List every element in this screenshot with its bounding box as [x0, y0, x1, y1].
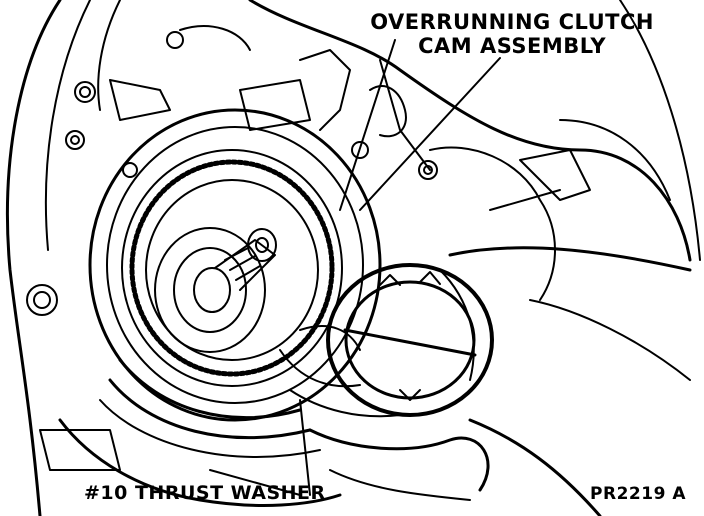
figure-code: PR2219 A	[590, 484, 686, 504]
overrunning-clutch-cam-label: OVERRUNNING CLUTCH CAM ASSEMBLY	[370, 10, 654, 58]
bolt-heads	[26, 31, 438, 316]
leader-lines	[209, 39, 501, 496]
output-shaft	[154, 227, 277, 353]
hand	[279, 246, 692, 516]
clutch-drum	[88, 108, 382, 458]
thrust-washer-label: #10 THRUST WASHER	[84, 482, 326, 504]
thrust-washer	[326, 263, 494, 417]
overrunning-clutch-label-line2: CAM ASSEMBLY	[418, 34, 607, 59]
overrunning-clutch-label-line1: OVERRUNNING CLUTCH	[370, 10, 654, 34]
transmission-case	[5, 0, 701, 516]
